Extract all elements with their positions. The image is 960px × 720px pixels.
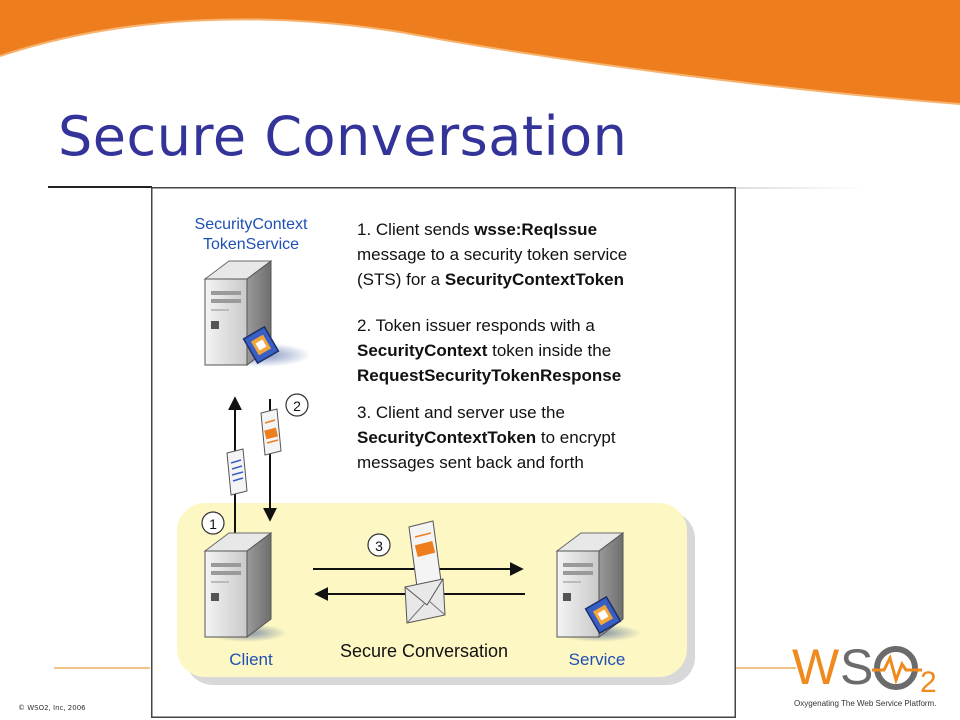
step-2-badge: 2 [285,393,309,417]
response-document-icon [260,408,282,456]
service-key-badge-icon [584,595,622,635]
encrypted-envelope-icon [404,520,446,624]
svg-text:3. Client and server use the: 3. Client and server use the [357,403,565,422]
secure-conversation-label: Secure Conversation [340,641,508,661]
svg-text:SecurityContextToken to encryp: SecurityContextToken to encrypt [357,428,616,447]
step-3-badge: 3 [367,533,391,557]
svg-text:SecurityContext token inside t: SecurityContext token inside the [357,341,611,360]
client-server-icon [203,532,287,642]
key-badge-icon [242,325,280,365]
service-label: Service [569,650,626,669]
step-2-text: 2. Token issuer responds with a Security… [357,316,621,385]
svg-text:2: 2 [293,398,301,414]
logo-letter-w: W [792,639,840,695]
svg-text:3: 3 [375,538,383,554]
request-document-icon [226,448,248,496]
wso2-logo: W S 2 Oxygenating The Web Service Platfo… [792,639,937,708]
logo-digit-2: 2 [920,666,937,699]
step-1-text: 1. Client sends wsse:ReqIssue message to… [357,220,627,289]
service-server-icon [555,532,641,642]
logo-tagline: Oxygenating The Web Service Platform. [794,699,936,708]
footer-line-left [54,667,150,669]
client-label: Client [229,650,273,669]
step-3-text: 3. Client and server use the SecurityCon… [357,403,616,472]
step-1-badge: 1 [201,511,225,535]
page-title: Secure Conversation [58,105,628,168]
logo-o-pulse-icon [872,646,922,690]
svg-text:RequestSecurityTokenResponse: RequestSecurityTokenResponse [357,366,621,385]
svg-text:2. Token issuer responds with: 2. Token issuer responds with a [357,316,595,335]
header-banner [0,0,960,105]
svg-text:(STS) for a SecurityContextTok: (STS) for a SecurityContextToken [357,270,624,289]
secure-conversation-diagram: SecurityContext TokenService 1. Client s… [151,187,736,718]
sts-label-second-line: TokenService [203,236,299,253]
sts-label: SecurityContext [195,216,308,233]
svg-text:messages sent back and forth: messages sent back and forth [357,453,584,472]
logo-letter-s: S [840,639,873,695]
title-underline-fade [734,187,864,189]
svg-text:1. Client sends wsse:ReqIssue: 1. Client sends wsse:ReqIssue [357,220,597,239]
svg-text:message to a security token se: message to a security token service [357,245,627,264]
svg-text:1: 1 [209,516,217,532]
title-underline [48,186,152,188]
copyright-notice: © WSO2, Inc, 2006 [18,704,86,712]
footer-line-right [736,667,796,669]
